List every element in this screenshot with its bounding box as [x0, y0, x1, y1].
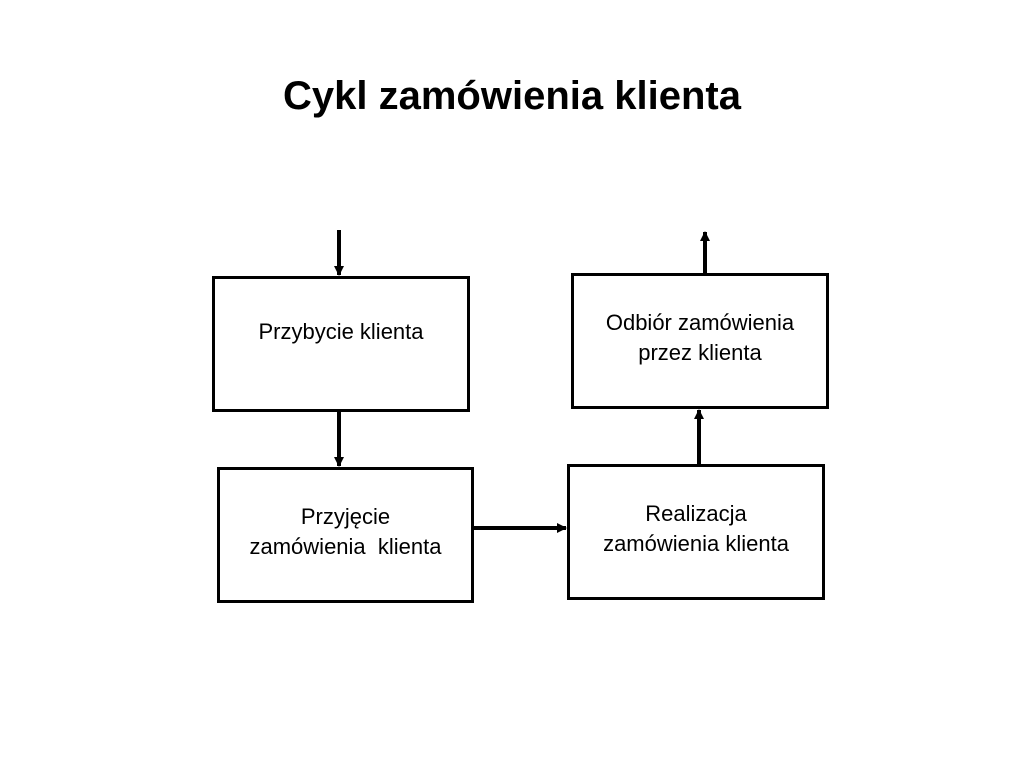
- slide-title: Cykl zamówienia klienta: [283, 74, 741, 118]
- box-label-line2: zamówienia klienta: [249, 534, 442, 559]
- box-label: Przybycie klienta: [258, 319, 424, 344]
- box-order-acceptance: Przyjęcie zamówienia klienta: [217, 467, 474, 603]
- box-label-line1: Realizacja: [645, 501, 747, 526]
- box-order-pickup: Odbiór zamówienia przez klienta: [571, 273, 829, 409]
- box-label-line2: zamówienia klienta: [603, 531, 789, 556]
- box-label-line1: Przyjęcie: [300, 504, 391, 529]
- box-order-realization: Realizacja zamówienia klienta: [567, 464, 825, 600]
- box-label-line1: Odbiór zamówienia: [605, 310, 795, 335]
- box-label-line2: przez klienta: [638, 340, 762, 365]
- box-customer-arrival: Przybycie klienta: [212, 276, 470, 412]
